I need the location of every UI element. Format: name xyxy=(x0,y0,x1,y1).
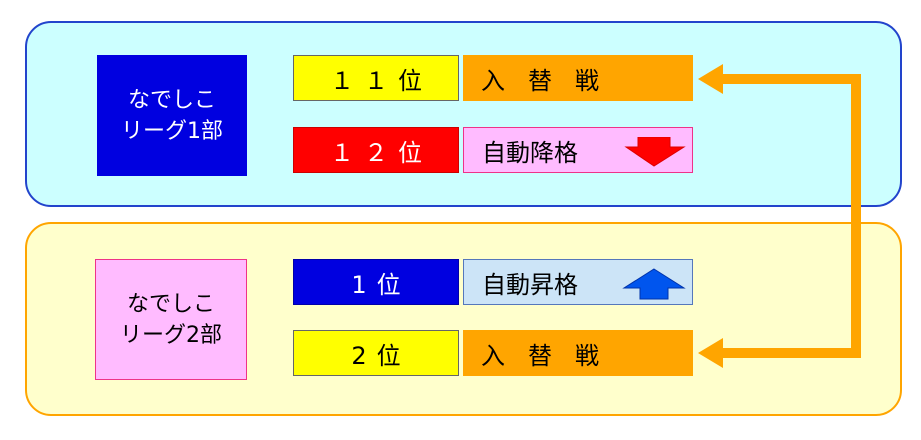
division2-label-line1: なでしこ xyxy=(126,291,215,317)
result-promotion: 自動昇格 xyxy=(463,259,693,305)
result-playoff-d1: 入替戦 xyxy=(463,55,693,101)
result-playoff-d1-text: 入替戦 xyxy=(481,66,622,95)
down-arrow-icon xyxy=(624,137,686,167)
rank-12th-text: １２位 xyxy=(330,138,432,167)
rank-2nd: 2位 xyxy=(293,330,459,376)
rank-2nd-text: 2位 xyxy=(351,341,411,370)
division2-label-line2: リーグ2部 xyxy=(120,322,222,348)
rank-1st: 1位 xyxy=(293,259,459,305)
connector-arrowhead-top-icon xyxy=(698,64,723,94)
result-relegation-text: 自動降格 xyxy=(482,138,578,167)
rank-12th: １２位 xyxy=(293,127,459,173)
connector-arrowhead-bottom-icon xyxy=(698,338,723,368)
division1-label-line1: なでしこ xyxy=(127,87,216,113)
division1-label: なでしこ リーグ1部 xyxy=(97,55,247,176)
up-arrow-icon xyxy=(622,268,686,300)
result-relegation: 自動降格 xyxy=(463,127,693,173)
division2-label: なでしこ リーグ2部 xyxy=(95,259,247,380)
rank-1st-text: 1位 xyxy=(351,270,411,299)
result-playoff-d2-text: 入替戦 xyxy=(481,341,622,370)
division1-label-line2: リーグ1部 xyxy=(121,118,223,144)
result-promotion-text: 自動昇格 xyxy=(482,270,578,299)
result-playoff-d2: 入替戦 xyxy=(463,330,693,376)
rank-11th: １１位 xyxy=(293,55,459,101)
rank-11th-text: １１位 xyxy=(330,66,432,95)
